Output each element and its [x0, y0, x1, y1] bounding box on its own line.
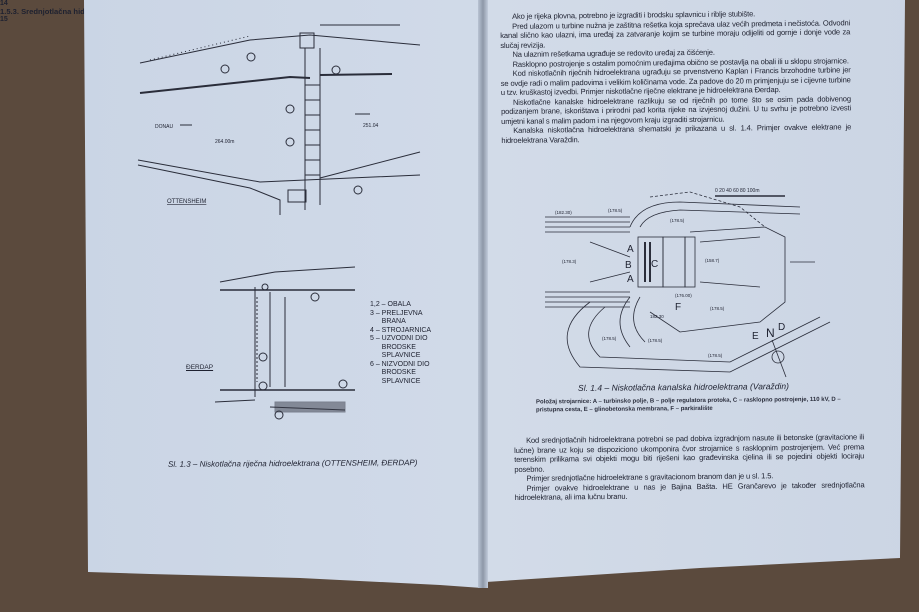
elevation-label: (178.5) [602, 336, 617, 341]
book-gutter [478, 0, 488, 588]
paragraph: Niskotlačne kanalske hidroelektrane razl… [500, 93, 852, 126]
downstream-level-label: 251.04 [363, 123, 379, 129]
elevation-label: (178.5) [710, 306, 725, 311]
paragraph: Kod srednjotlačnih hidroelektrana potreb… [514, 432, 865, 474]
elevation-label: (178.5) [708, 353, 723, 358]
zone-a-label: A [627, 274, 634, 285]
zone-d-label: D [778, 322, 785, 333]
upstream-level-label: 264.00m [215, 139, 234, 145]
elevation-label: (158.7) [705, 258, 720, 263]
figure-14-legend: Položaj strojarnice: A – turbinsko polje… [535, 396, 841, 414]
zone-e-label: E [752, 331, 759, 342]
elevation-label: (178.5) [670, 218, 685, 223]
elevation-label: 182.30 [650, 314, 664, 319]
elevation-label: (178.3) [562, 259, 577, 264]
legend-item: 4 – STROJARNICA [370, 326, 432, 334]
donau-label: DONAU [155, 124, 173, 130]
section-body: Kod srednjotlačnih hidroelektrana potreb… [514, 432, 865, 502]
north-label: N [766, 326, 775, 340]
legend-item: 1,2 – OBALA [370, 301, 411, 308]
section-heading: 1.5.3. Srednjotlačna hidroelektrana [0, 7, 126, 16]
page-number-left: 14 [0, 0, 8, 7]
elevation-label: (178.5) [648, 338, 663, 343]
right-page-body: Ako je rijeka plovna, potrebno je izgrad… [500, 8, 851, 145]
zone-b-label: B [625, 260, 632, 271]
figure-13-ottensheim-drawing: DONAU 264.00m 251.04 OTTENSHEIM [137, 24, 421, 215]
figure-14-caption: Sl. 1.4 – Niskotlačna kanalska hidroelek… [577, 381, 789, 393]
page-number-right: 15 [0, 16, 8, 23]
ottensheim-label: OTTENSHEIM [167, 199, 206, 205]
zone-a-label: A [627, 244, 634, 255]
figure-13-legend: 1,2 – OBALA 3 – PRELJEVNA BRANA 4 – STRO… [370, 301, 431, 386]
zone-f-label: F [675, 302, 681, 313]
scale-bar-label: 0 20 40 60 80 100m [715, 188, 759, 194]
paragraph: Primjer ovakve hidroelektrane u nas je B… [514, 479, 865, 502]
legend-item: 5 – UZVODNI DIO BRODSKE SPLAVNICE [370, 335, 428, 359]
paragraph: Pred ulazom u turbine nužna je zaštitna … [500, 17, 851, 50]
elevation-label: (176.00) [675, 293, 692, 298]
paragraph: Kod niskotlačnih riječnih hidroelektrana… [500, 65, 851, 97]
figure-13-derdap-drawing [215, 266, 356, 420]
paragraph: Kanalska niskotlačna hidroelektrana shem… [501, 122, 852, 145]
elevation-label: (178.5) [608, 208, 623, 213]
derdap-label: ĐERDAP [186, 364, 214, 371]
figure-14-plan-drawing: 0 20 40 60 80 100m (178.5) (178.5) (178.… [545, 188, 831, 378]
figure-13-caption: Sl. 1.3 – Niskotlačna riječna hidroelekt… [167, 458, 418, 469]
legend-item: 3 – PRELJEVNA BRANA [370, 309, 423, 326]
elevation-label: (182.30) [555, 210, 572, 215]
legend-item: 6 – NIZVODNI DIO BRODSKE SPLAVNICE [370, 360, 430, 385]
zone-c-label: C [651, 259, 658, 270]
